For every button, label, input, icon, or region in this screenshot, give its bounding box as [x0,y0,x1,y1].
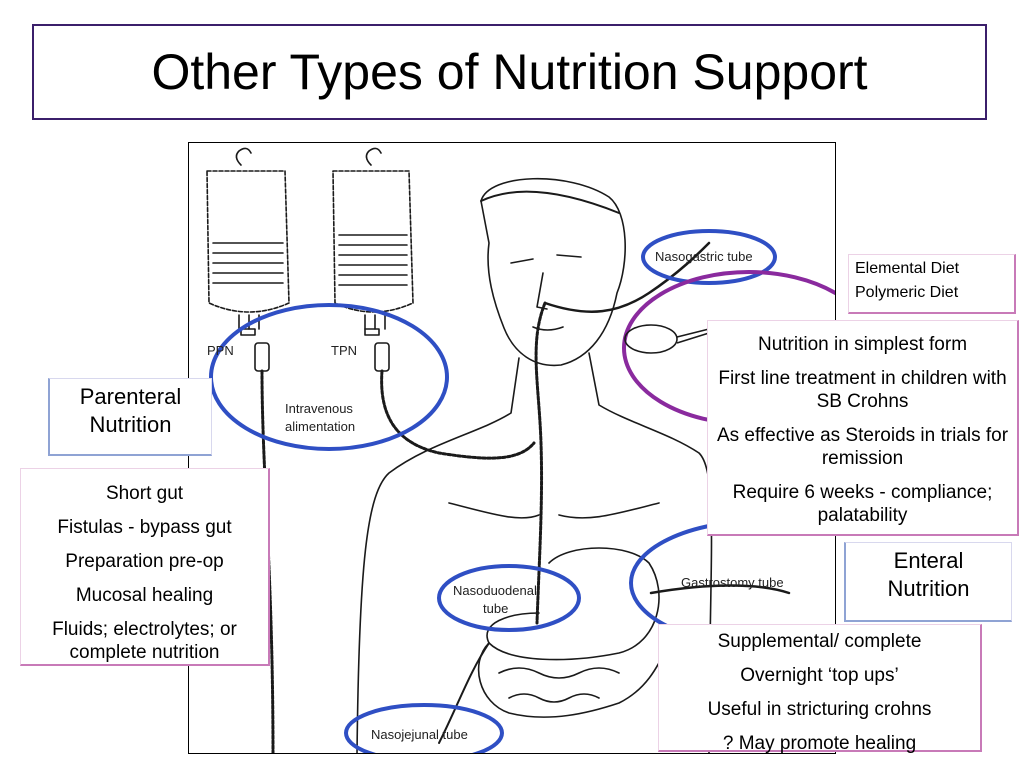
spoon-icon [624,324,710,354]
parenteral-heading-line1: Parenteral [79,384,182,409]
parenteral-indication: Preparation pre-op [65,551,224,572]
label-tpn: TPN [331,343,357,358]
diet-info-item: As effective as Steroids in trials for r… [716,425,1009,469]
circle-nasoduodenal [437,564,581,632]
label-iv-line1: Intravenous [285,401,353,416]
title-box: Other Types of Nutrition Support [32,24,987,120]
slide-title: Other Types of Nutrition Support [151,44,868,100]
parenteral-indication: Short gut [105,483,184,504]
parenteral-indication: Mucosal healing [75,585,214,606]
enteral-point: Supplemental/ complete [717,631,922,652]
enteral-heading-line1: Enteral [893,548,964,573]
label-nasogastric: Nasogastric tube [655,249,753,264]
enteral-point: ? May promote healing [722,733,917,754]
enteral-point: Overnight ‘top ups’ [740,665,899,686]
label-iv-line2: alimentation [285,419,356,434]
diet-info-item: Require 6 weeks - compliance; palatabili… [732,482,993,526]
diet-type-polymeric: Polymeric Diet [855,284,959,301]
enteral-heading-box: Enteral Nutrition [844,542,1012,622]
diet-info-item: Nutrition in simplest form [757,334,968,355]
enteral-points-box: Supplemental/ complete Overnight ‘top up… [658,624,982,754]
circle-nasojejunal [344,703,504,753]
parenteral-indication: Fluids; electrolytes; or complete nutrit… [52,619,237,663]
label-nasoduodenal-line2: tube [483,601,509,616]
label-nasoduodenal-line1: Nasoduodenal [453,583,537,598]
illustration-svg [206,147,835,753]
parenteral-heading-box: Parenteral Nutrition [48,378,212,456]
label-ppn: PPN [207,343,234,358]
diet-type-elemental: Elemental Diet [855,260,960,277]
parenteral-indication: Fistulas - bypass gut [57,517,232,538]
parenteral-indications-box: Short gut Fistulas - bypass gut Preparat… [20,468,270,666]
enteral-point: Useful in stricturing crohns [707,699,932,720]
label-nasojejunal: Nasojejunal tube [371,727,468,742]
diet-info-box: Nutrition in simplest form First line tr… [707,320,1019,536]
label-gastrostomy: Gastrostomy tube [681,575,784,590]
circle-iv [209,303,449,451]
enteral-heading-line2: Nutrition [887,576,970,601]
diet-info-item: First line treatment in children with SB… [718,368,1007,412]
diet-types-box: Elemental Diet Polymeric Diet [848,254,1016,314]
parenteral-heading-line2: Nutrition [89,412,172,437]
circle-nasogastric [641,229,777,285]
iv-bag-ppn [206,147,290,336]
